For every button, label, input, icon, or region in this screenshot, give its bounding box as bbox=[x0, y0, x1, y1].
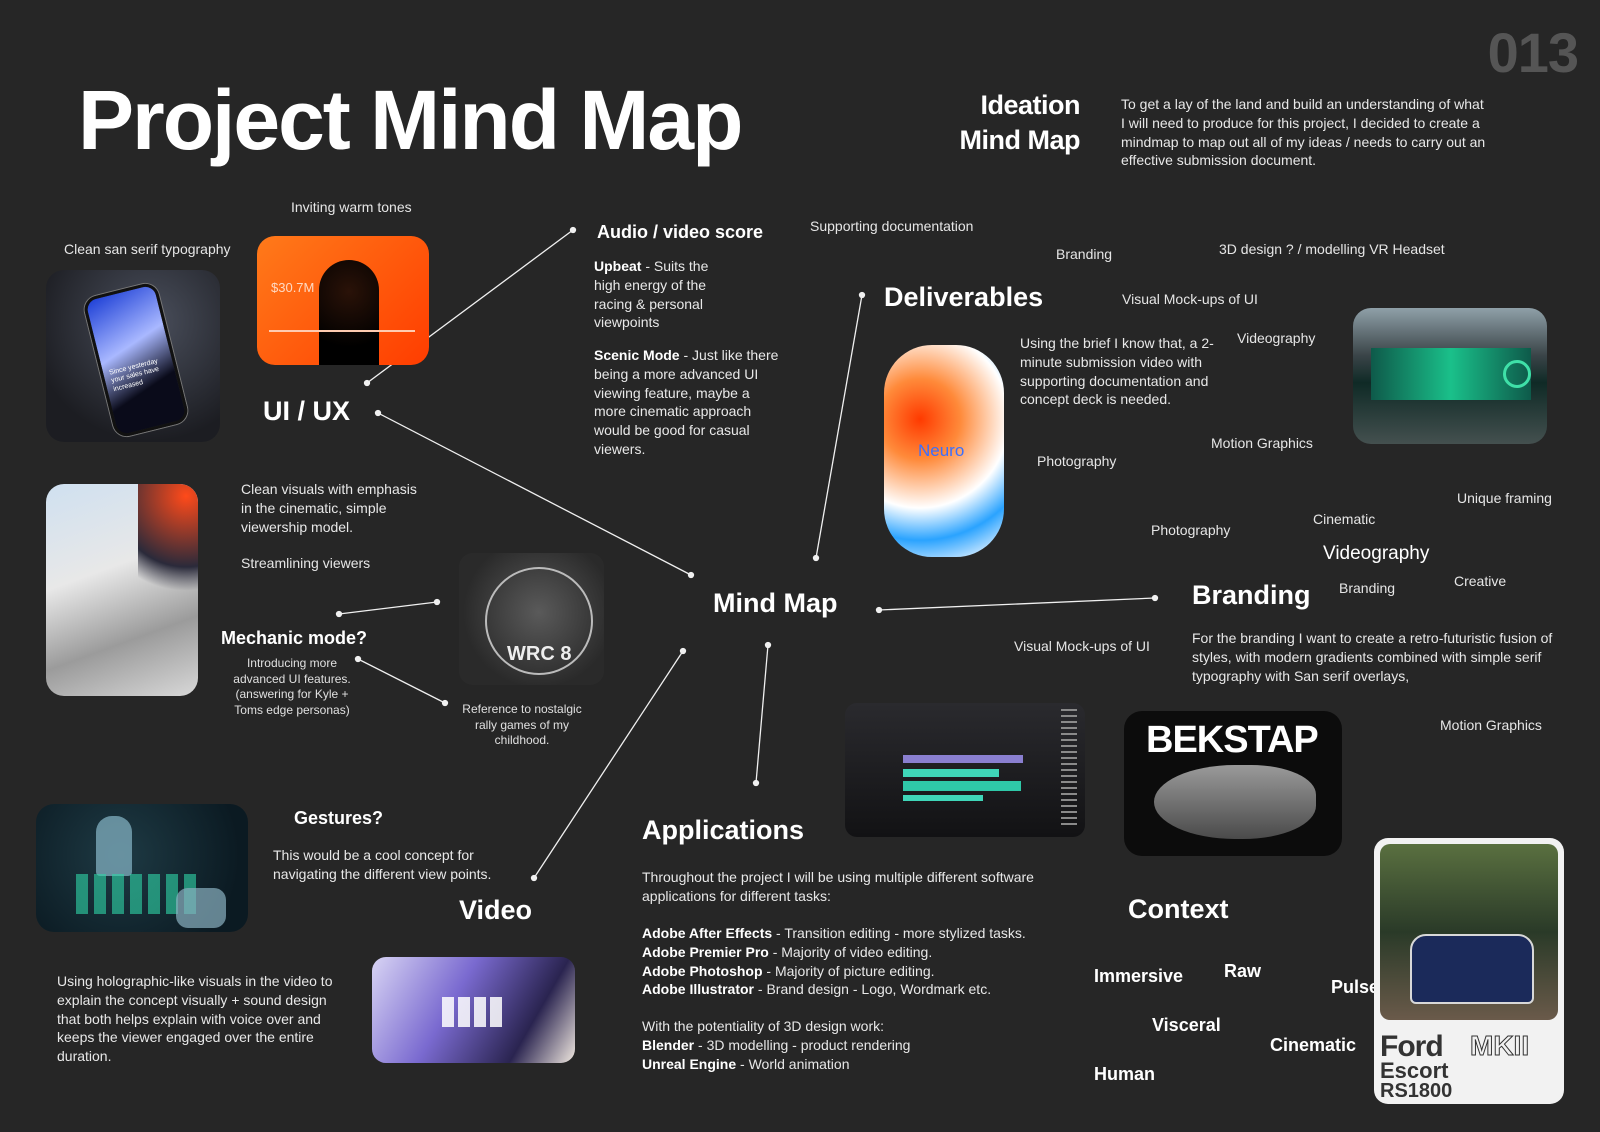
brand-creative: Creative bbox=[1454, 573, 1507, 589]
brand-branding: Branding bbox=[1339, 580, 1396, 596]
app-desc: - Majority of video editing. bbox=[768, 943, 933, 960]
hologram-image bbox=[372, 957, 575, 1063]
app-item-3d: Unreal Engine - World animation bbox=[642, 1055, 1102, 1074]
wrc-gauge-image: WRC 8 bbox=[459, 553, 604, 685]
neuro-logo-image: Neuro bbox=[884, 345, 1004, 557]
context-heading: Context bbox=[1128, 894, 1229, 924]
dashboard-image: $30.7M bbox=[257, 236, 429, 365]
app-name: Adobe Illustrator bbox=[642, 981, 755, 998]
app-potential: With the potentiality of 3D design work: bbox=[642, 1018, 885, 1034]
ideation-text: To get a lay of the land and build an un… bbox=[1121, 96, 1486, 169]
app-item: Adobe Illustrator - Brand design - Logo,… bbox=[642, 980, 1102, 999]
deliv-supporting: Supporting documentation bbox=[810, 218, 974, 234]
phone-image: Since yesterday your sales have increase… bbox=[46, 270, 220, 442]
poster-rs: RS1800 bbox=[1380, 1080, 1453, 1102]
ui-inviting-label: Inviting warm tones bbox=[291, 199, 412, 215]
neuro-logo-text: Neuro bbox=[918, 441, 965, 460]
page-title: Project Mind Map bbox=[78, 73, 743, 167]
wrc-text: WRC 8 bbox=[507, 643, 572, 665]
app-desc: - World animation bbox=[736, 1055, 850, 1072]
context-word: Human bbox=[1094, 1064, 1156, 1084]
poster-escort: Escort bbox=[1380, 1058, 1449, 1083]
app-name: Adobe Photoshop bbox=[642, 962, 763, 979]
ford-poster-image: Ford MKII Escort RS1800 bbox=[1374, 838, 1564, 1104]
brand-mockups: Visual Mock-ups of UI bbox=[1014, 638, 1150, 654]
center-node: Mind Map bbox=[713, 588, 838, 618]
context-word: Cinematic bbox=[1270, 1035, 1357, 1055]
brand-unique: Unique framing bbox=[1457, 490, 1552, 506]
page-number: 013 bbox=[1487, 21, 1579, 84]
poster-mk: MKII bbox=[1469, 1030, 1530, 1062]
video-heading: Video bbox=[459, 895, 533, 925]
ui-clean-visuals: Clean visuals with emphasis in the cinem… bbox=[241, 481, 417, 535]
app-item-3d: Blender - 3D modelling - product renderi… bbox=[642, 1036, 1102, 1055]
ideation-heading-line1: Ideation bbox=[980, 90, 1080, 120]
context-word: Visceral bbox=[1152, 1015, 1221, 1035]
upbeat-text: - Suits the high energy of the racing & … bbox=[594, 258, 709, 331]
brand-photography: Photography bbox=[1151, 522, 1231, 538]
gestures-heading: Gestures? bbox=[294, 808, 384, 828]
ui-streamlining: Streamlining viewers bbox=[241, 555, 371, 571]
app-desc: - Transition editing - more stylized tas… bbox=[772, 925, 1026, 941]
deliv-videography: Videography bbox=[1237, 330, 1316, 346]
upbeat-label: Upbeat bbox=[594, 258, 642, 274]
bekstap-title: BEKSTAP bbox=[1146, 719, 1319, 761]
deliv-3d: 3D design ? / modelling VR Headset bbox=[1219, 241, 1445, 257]
deliv-brief: Using the brief I know that, a 2-minute … bbox=[1020, 335, 1214, 408]
context-word: Raw bbox=[1224, 961, 1262, 981]
brand-videography: Videography bbox=[1323, 543, 1430, 564]
app-name: Adobe After Effects bbox=[642, 925, 773, 941]
video-text: Using holographic-like visuals in the vi… bbox=[57, 973, 333, 1064]
scenic-text: - Just like there being a more advanced … bbox=[594, 347, 779, 457]
deliv-motion: Motion Graphics bbox=[1211, 435, 1313, 451]
audio-scenic: Scenic Mode - Just like there being a mo… bbox=[594, 346, 784, 459]
brand-cinematic: Cinematic bbox=[1313, 511, 1376, 527]
rally-reference: Reference to nostalgic rally games of my… bbox=[462, 702, 582, 748]
deliv-photography: Photography bbox=[1037, 453, 1117, 469]
applications-heading: Applications bbox=[642, 815, 805, 845]
audio-heading: Audio / video score bbox=[597, 222, 764, 242]
branding-heading: Branding bbox=[1192, 580, 1311, 610]
audio-upbeat: Upbeat - Suits the high energy of the ra… bbox=[594, 257, 726, 332]
video-editor-image bbox=[845, 703, 1085, 837]
phone-screen-text: Since yesterday your sales have increase… bbox=[108, 357, 160, 394]
branding-text: For the branding I want to create a retr… bbox=[1192, 630, 1553, 684]
ideation-heading: Ideation Mind Map bbox=[940, 88, 1081, 158]
app-item: Adobe Premier Pro - Majority of video ed… bbox=[642, 943, 1102, 962]
ui-ux-heading: UI / UX bbox=[263, 396, 351, 426]
app-desc: - Brand design - Logo, Wordmark etc. bbox=[754, 981, 992, 998]
mechanic-text: Introducing more advanced UI features. (… bbox=[233, 656, 351, 717]
applications-list: Adobe After Effects - Transition editing… bbox=[642, 924, 1102, 1073]
poster-ford: Ford bbox=[1380, 1030, 1444, 1063]
ideation-heading-line2: Mind Map bbox=[959, 125, 1081, 156]
mechanic-heading: Mechanic mode? bbox=[221, 628, 368, 648]
gestures-text: This would be a cool concept for navigat… bbox=[273, 847, 492, 882]
app-item: Adobe After Effects - Transition editing… bbox=[642, 924, 1102, 943]
poster-gradient-image bbox=[46, 484, 198, 696]
app-desc: - Majority of picture editing. bbox=[762, 962, 935, 979]
brand-motion: Motion Graphics bbox=[1440, 717, 1542, 733]
app-item: Adobe Photoshop - Majority of picture ed… bbox=[642, 962, 1102, 981]
dashboard-value: $30.7M bbox=[271, 280, 315, 295]
deliverables-heading: Deliverables bbox=[884, 282, 1044, 312]
ui-clean-type-label: Clean san serif typography bbox=[64, 241, 231, 257]
applications-intro: Throughout the project I will be using m… bbox=[642, 869, 1034, 904]
deliv-mockups: Visual Mock-ups of UI bbox=[1122, 291, 1258, 307]
app-name: Blender bbox=[642, 1036, 695, 1053]
app-name: Unreal Engine bbox=[642, 1055, 737, 1072]
vr-scene-image bbox=[1353, 308, 1547, 444]
app-name: Adobe Premier Pro bbox=[642, 943, 769, 960]
silhouette-shape bbox=[319, 260, 379, 365]
bekstap-poster-image: BEKSTAP bbox=[1124, 711, 1342, 856]
gesture-image bbox=[36, 804, 248, 932]
scenic-label: Scenic Mode bbox=[594, 347, 680, 363]
app-desc: - 3D modelling - product rendering bbox=[694, 1036, 911, 1053]
deliv-branding: Branding bbox=[1056, 246, 1113, 262]
context-word: Immersive bbox=[1094, 966, 1184, 986]
